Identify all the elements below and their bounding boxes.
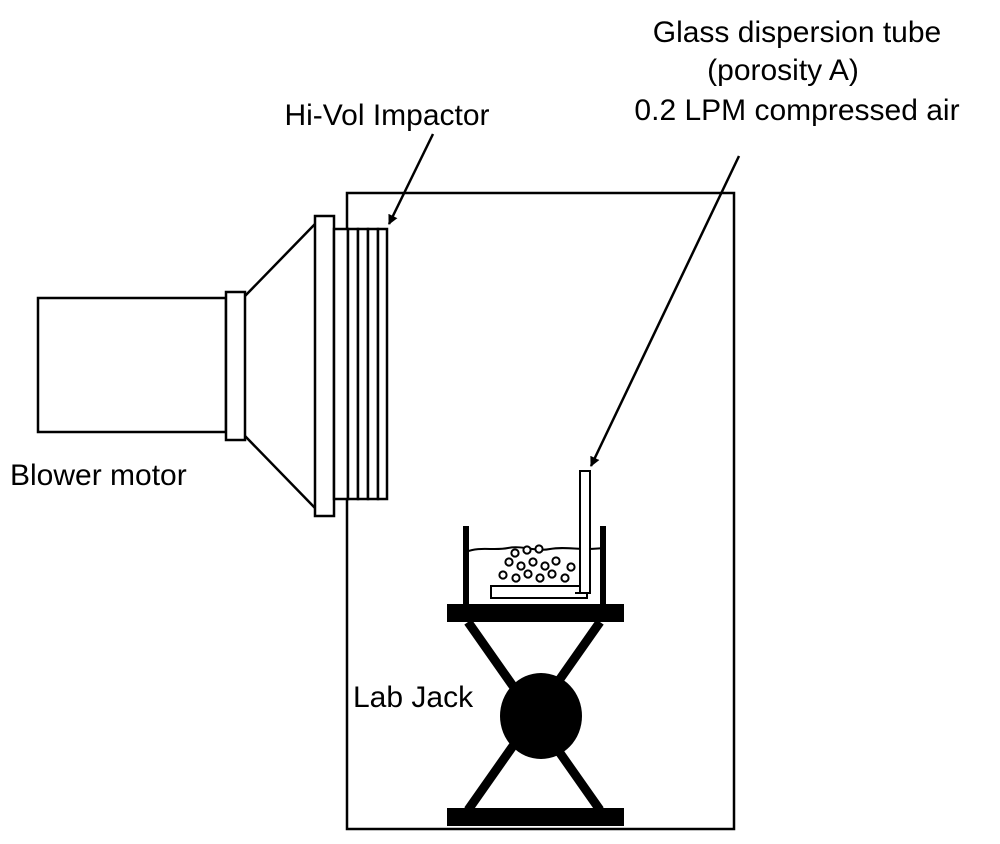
lab-jack-base-plate: [447, 808, 624, 826]
lab-jack: [447, 604, 624, 826]
blower-motor: [36, 290, 247, 442]
blower-motor-body: [36, 296, 228, 434]
impactor-flange: [313, 214, 336, 518]
impactor-stage-4: [366, 227, 380, 501]
lab-jack-top-plate: [447, 604, 624, 622]
tube-leader-arrow: [589, 155, 741, 467]
tube-label-line3: 0.2 LPM compressed air: [634, 94, 959, 127]
impactor-stage-1: [332, 227, 350, 501]
tube-label-line1: Glass dispersion tube: [653, 16, 942, 49]
lab-jack-knob: [500, 673, 582, 759]
glass-dispersion-tube: [575, 470, 591, 594]
impactor-stage-3: [356, 227, 370, 501]
blower-transition-cone: [244, 223, 316, 509]
blower-motor-flange: [224, 290, 247, 442]
submerged-frit: [490, 585, 588, 599]
impactor-label: Hi-Vol Impactor: [284, 99, 489, 132]
impactor-leader-arrow: [387, 133, 435, 225]
impactor-stage-2: [346, 227, 360, 501]
air-bubbles: [498, 544, 576, 583]
lab-jack-label: Lab Jack: [353, 681, 474, 714]
chamber-enclosure: [345, 191, 736, 831]
blower-motor-label: Blower motor: [10, 459, 187, 492]
hi-vol-impactor: [313, 214, 389, 518]
liquid-container: [463, 526, 606, 604]
impactor-stage-5: [376, 227, 389, 501]
tube-label-line2: (porosity A): [707, 54, 859, 87]
